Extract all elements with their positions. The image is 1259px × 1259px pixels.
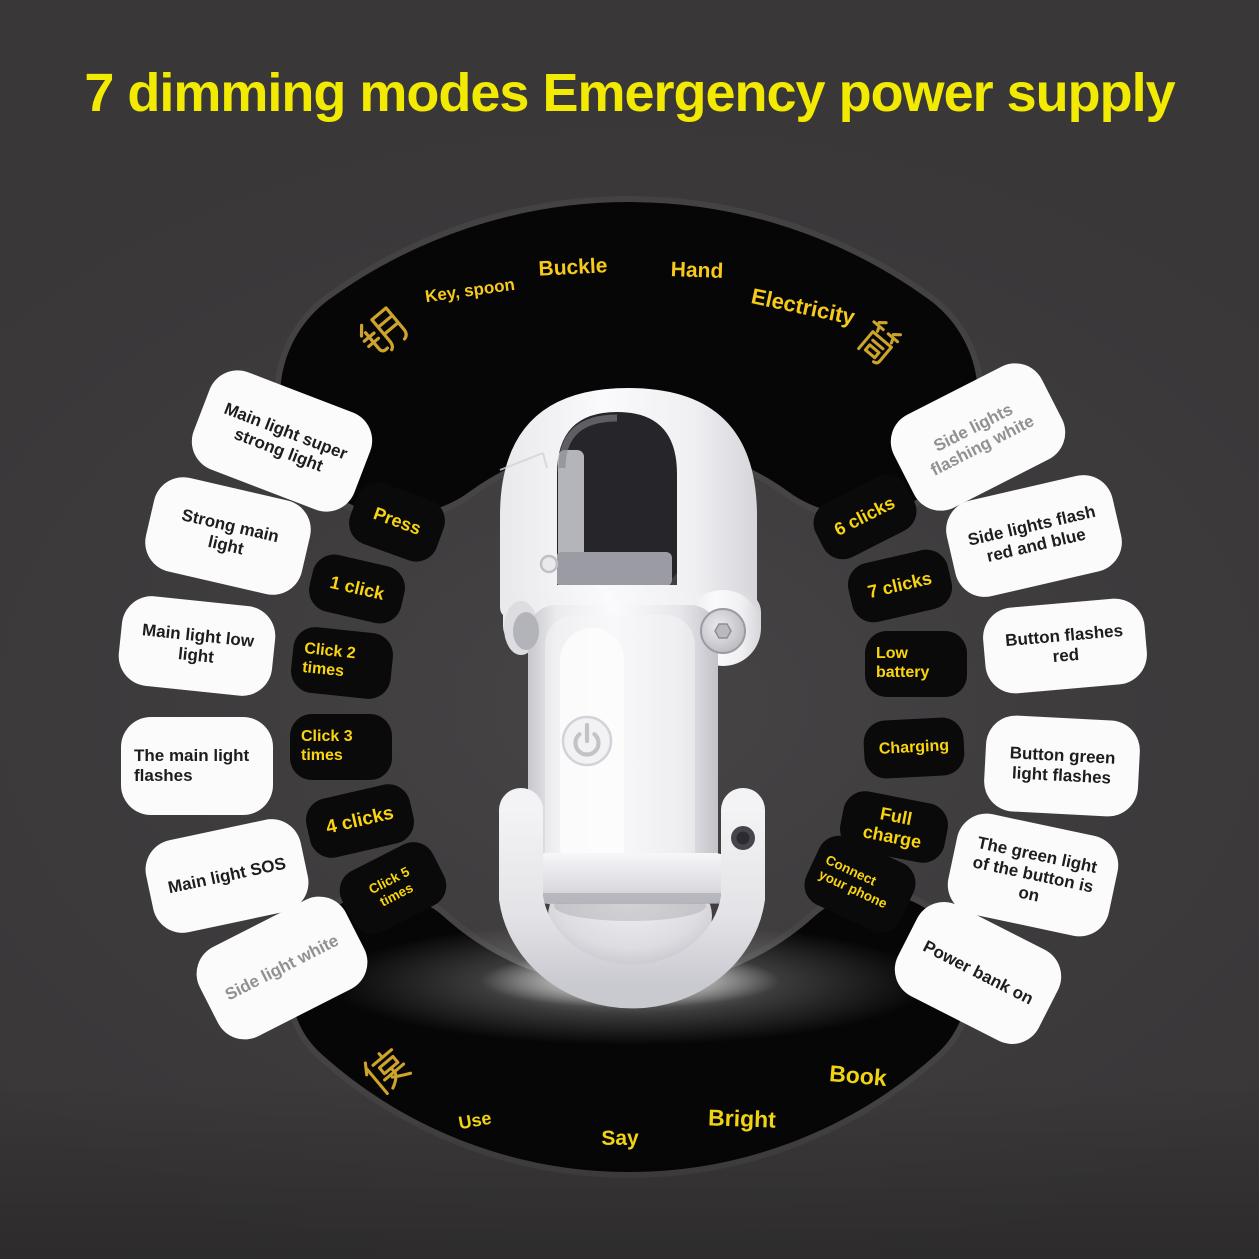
action-label: Low battery	[865, 631, 967, 697]
collar-lip	[536, 893, 726, 904]
hole-inner-shadow	[558, 414, 618, 469]
hex-socket-icon	[714, 623, 732, 639]
clip-latch	[556, 552, 672, 586]
ring-hole-inner	[736, 831, 750, 845]
state-label: Button green light flashes	[982, 714, 1142, 818]
action-label: Click 3 times	[290, 714, 392, 780]
mode-label: Main light low light	[115, 593, 279, 699]
cn-char-tube-icon	[849, 311, 911, 373]
action-label: Click 2 times	[288, 624, 396, 702]
state-label: Button flashes red	[980, 596, 1150, 696]
clip-seam	[499, 452, 548, 471]
clip-gate	[558, 450, 584, 572]
bottom-arc-word: Say	[601, 1127, 639, 1150]
carabiner-clip	[500, 388, 757, 618]
action-label: Charging	[862, 716, 966, 780]
mode-label: The main light flashes	[121, 717, 273, 815]
cn-char-key-icon	[351, 301, 416, 366]
top-band	[280, 202, 978, 515]
cn-char-use-icon	[354, 1040, 416, 1102]
power-icon	[573, 722, 601, 757]
page-title: 7 dimming modes Emergency power supply	[84, 63, 1175, 123]
side-knob-left	[513, 612, 539, 650]
stand-ring	[499, 788, 765, 1009]
collar	[532, 853, 730, 903]
clip-screw	[539, 554, 559, 574]
